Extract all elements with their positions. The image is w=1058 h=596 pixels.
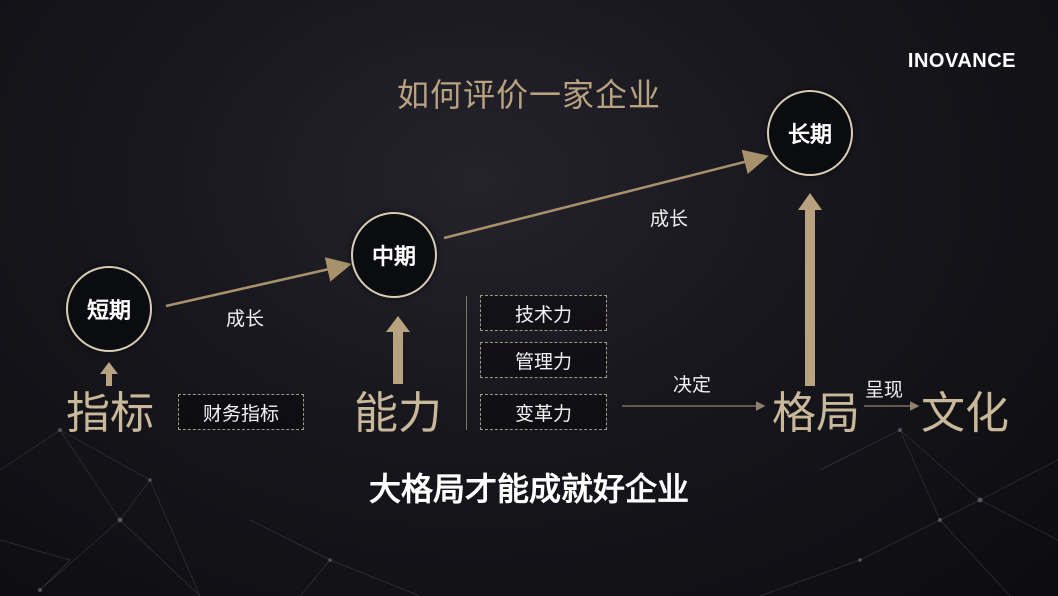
ability-box-tech: 技术力: [480, 295, 607, 331]
growth-arrow-mid-long: [443, 149, 769, 240]
term-pattern: 格局: [772, 388, 860, 439]
term-ability: 能力: [354, 388, 442, 439]
divider-line: [466, 296, 467, 430]
stage-mid-circle: 中期: [351, 212, 437, 298]
present-label: 呈现: [865, 379, 904, 401]
term-culture: 文化: [921, 388, 1009, 439]
growth-label-1: 成长: [226, 308, 265, 330]
decide-label: 决定: [673, 374, 712, 396]
term-indicator: 指标: [66, 388, 154, 439]
financial-indicator-box: 财务指标: [178, 394, 304, 430]
up-arrow-pattern: [798, 193, 822, 386]
up-arrow-indicator: [100, 362, 118, 386]
stage-short-circle: 短期: [66, 266, 152, 352]
ability-box-change: 变革力: [480, 394, 607, 430]
page-title: 如何评价一家企业: [396, 76, 661, 114]
stage-long-circle: 长期: [767, 90, 853, 176]
conclusion-text: 大格局才能成就好企业: [368, 470, 689, 508]
ability-box-management: 管理力: [480, 342, 607, 378]
up-arrow-ability: [386, 316, 410, 384]
growth-label-2: 成长: [650, 208, 689, 230]
growth-arrow-short-mid: [165, 257, 352, 308]
brand-logo: INOVANCE: [907, 50, 1016, 72]
network-nodes: [38, 428, 983, 592]
network-background: [0, 429, 1058, 596]
